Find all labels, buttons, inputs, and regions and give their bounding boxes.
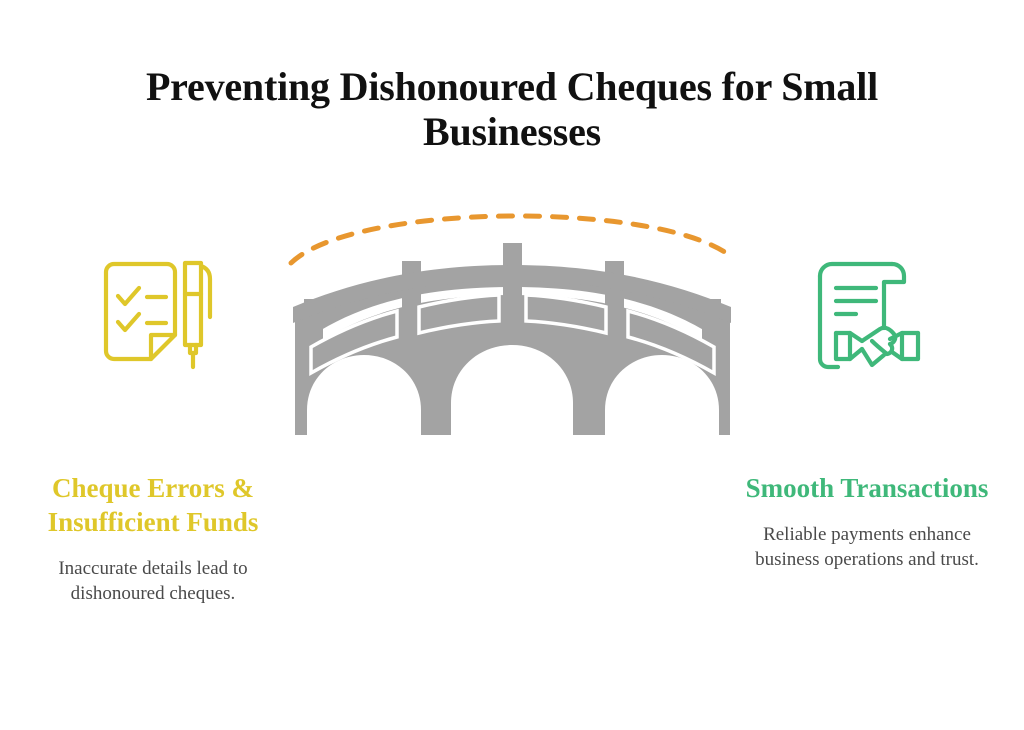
bridge-body xyxy=(293,243,731,435)
railing-panel-3 xyxy=(524,293,608,336)
page-title: Preventing Dishonoured Cheques for Small… xyxy=(90,64,934,154)
railing-panels xyxy=(309,293,716,377)
left-column: Cheque Errors & Insufficient Funds Inacc… xyxy=(28,245,278,606)
stone-bridge-illustration xyxy=(285,195,740,445)
left-column-body: Inaccurate details lead to dishonoured c… xyxy=(58,558,248,604)
right-column-heading: Smooth Transactions xyxy=(745,473,989,503)
railing-panel-4 xyxy=(626,308,716,377)
dashed-arc-icon xyxy=(288,213,737,266)
railing-panel-1 xyxy=(309,308,399,377)
right-column-body: Reliable payments enhance business opera… xyxy=(755,524,979,570)
contract-handshake-icon xyxy=(742,245,992,380)
right-column: Smooth Transactions Reliable payments en… xyxy=(742,245,992,572)
railing-panel-2 xyxy=(417,293,501,336)
stone-bridge-svg xyxy=(288,213,737,435)
left-column-heading: Cheque Errors & Insufficient Funds xyxy=(47,473,259,537)
page-title-text: Preventing Dishonoured Cheques for Small… xyxy=(145,64,879,154)
checklist-document-with-pen-icon-svg xyxy=(103,260,213,369)
checklist-document-with-pen-icon xyxy=(28,245,278,380)
bridge-post-center xyxy=(503,243,522,335)
contract-handshake-icon-svg xyxy=(817,261,921,369)
